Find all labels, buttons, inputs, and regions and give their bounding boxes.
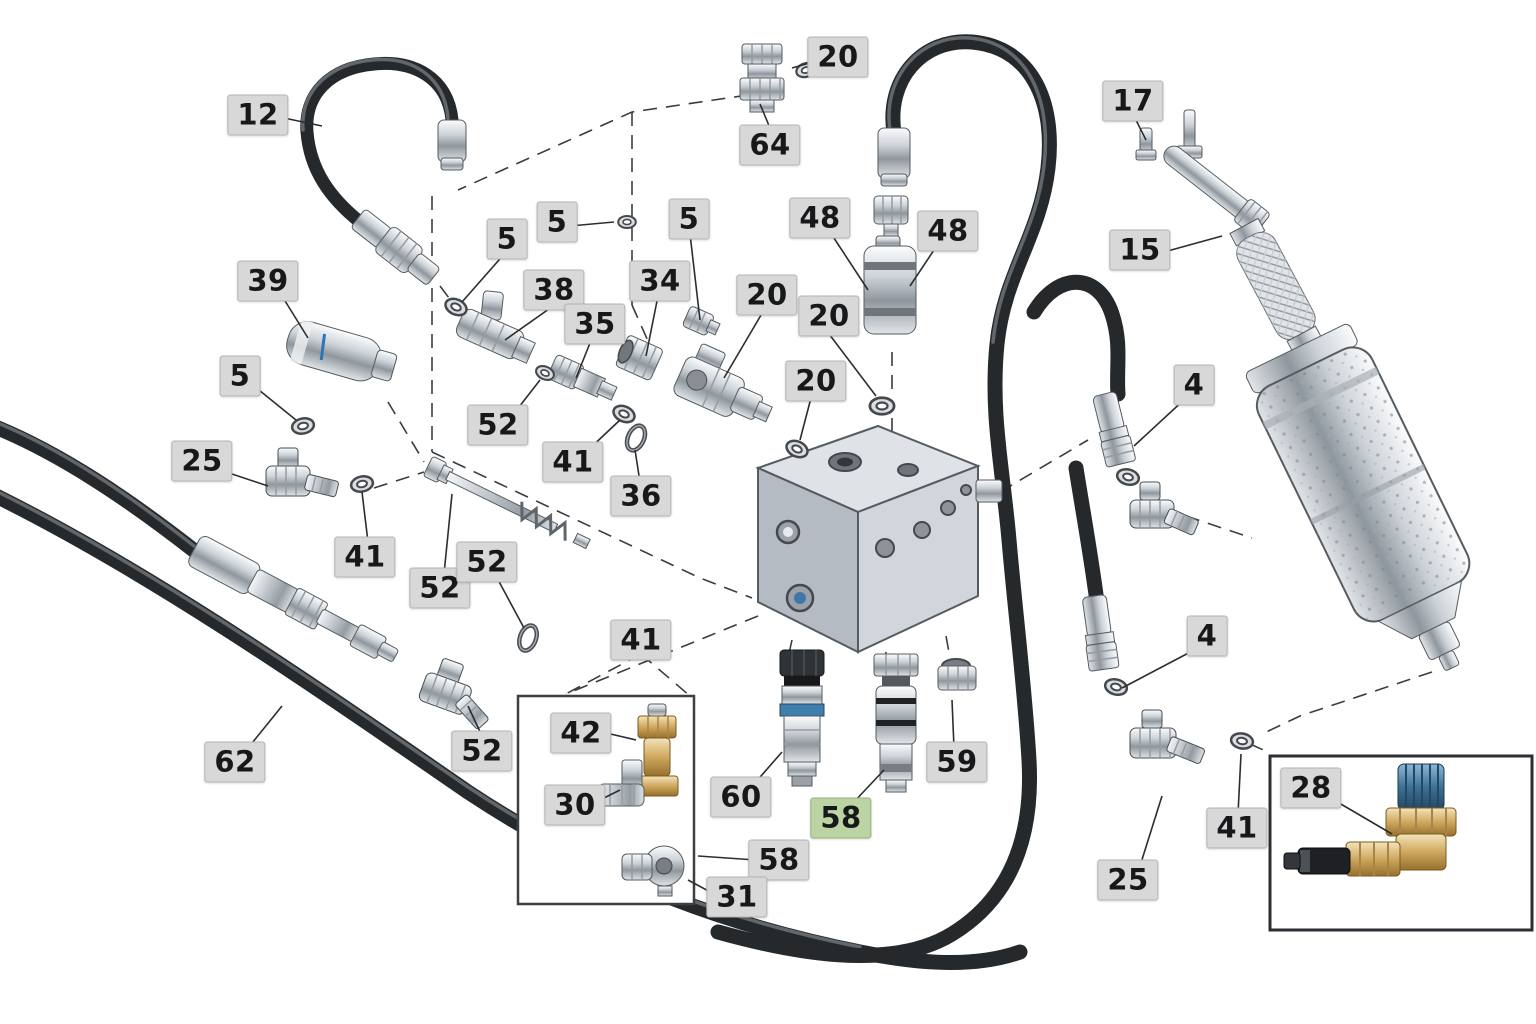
hose-loop-right	[710, 34, 1057, 963]
fitting-35	[547, 354, 618, 401]
callout-label-5-5[interactable]: 5	[486, 218, 528, 260]
callout-label-48-8[interactable]: 48	[789, 197, 851, 239]
callout-label-28-39[interactable]: 28	[1280, 767, 1342, 809]
callout-label-25-18[interactable]: 25	[171, 440, 233, 482]
elbow-fitting-25-right	[1129, 709, 1205, 764]
callout-label-17-3[interactable]: 17	[1102, 80, 1164, 122]
callout-label-31-36[interactable]: 31	[706, 876, 768, 918]
washer-41-a	[609, 401, 639, 427]
fitting-39	[286, 319, 398, 382]
nut-34	[615, 335, 663, 381]
callout-label-20-14[interactable]: 20	[736, 274, 798, 316]
fitting-above-48	[873, 195, 909, 237]
callout-label-41-26[interactable]: 41	[610, 619, 672, 661]
callout-label-52-19[interactable]: 52	[467, 404, 529, 446]
cartridge-48	[863, 235, 917, 335]
callout-label-5-7[interactable]: 5	[668, 198, 710, 240]
fitting-chain-4-lower	[1082, 594, 1120, 672]
callout-label-52-25[interactable]: 52	[456, 541, 518, 583]
bolt-52	[423, 456, 591, 550]
callout-label-36-21[interactable]: 36	[610, 475, 672, 517]
callout-label-41-20[interactable]: 41	[542, 441, 604, 483]
fitting-38	[455, 290, 536, 364]
nut-59	[937, 658, 977, 691]
oring-52-c	[516, 623, 540, 653]
inset-fitting-28	[1283, 763, 1457, 877]
hose-12-top-ferrule	[437, 119, 467, 171]
oring-20-48	[868, 396, 896, 416]
fitting-64	[739, 43, 785, 113]
hose-ferrule-48	[877, 127, 911, 187]
hose-right-upper	[1026, 274, 1126, 402]
fitting-chain-left	[188, 536, 399, 662]
callout-label-60-32[interactable]: 60	[710, 776, 772, 818]
fitting-42	[635, 703, 679, 797]
callout-label-41-23[interactable]: 41	[334, 536, 396, 578]
callout-label-58-35[interactable]: 58	[748, 839, 810, 881]
washer-5-b	[617, 214, 637, 230]
washer-41-d	[1228, 730, 1256, 752]
hose-right-lower	[1068, 460, 1105, 610]
elbow-fitting-20	[673, 343, 773, 423]
hose-12-lower-coupling	[351, 209, 440, 285]
cartridge-valve-58	[873, 653, 919, 793]
callout-label-15-4[interactable]: 15	[1109, 229, 1171, 271]
elbow-fitting-4	[1129, 481, 1199, 536]
fitting-5	[682, 306, 721, 336]
callout-label-4-22[interactable]: 4	[1173, 364, 1215, 406]
callout-label-5-17[interactable]: 5	[219, 355, 261, 397]
callout-label-42-30[interactable]: 42	[550, 712, 612, 754]
callout-label-35-12[interactable]: 35	[564, 303, 626, 345]
callout-label-20-15[interactable]: 20	[798, 295, 860, 337]
inset-box	[1268, 754, 1534, 932]
callout-label-4-27[interactable]: 4	[1186, 615, 1228, 657]
callout-label-64-2[interactable]: 64	[739, 124, 801, 166]
callout-label-39-10[interactable]: 39	[237, 260, 299, 302]
hose-12	[300, 56, 459, 229]
hose-upper-left	[0, 420, 204, 560]
washer-41-b	[348, 473, 376, 495]
braided-hose-section	[1229, 217, 1325, 358]
callout-label-59-34[interactable]: 59	[926, 741, 988, 783]
fitting-31	[621, 845, 685, 897]
callout-label-52-29[interactable]: 52	[451, 730, 513, 772]
washer-4-a	[1114, 465, 1142, 489]
elbow-fitting-52	[418, 658, 489, 730]
callout-label-30-31[interactable]: 30	[544, 784, 606, 826]
leader-lines	[219, 59, 1393, 895]
callout-label-62-28[interactable]: 62	[204, 741, 266, 783]
elbow-fitting-25-left	[265, 447, 339, 498]
callout-label-5-6[interactable]: 5	[536, 201, 578, 243]
callout-label-25-37[interactable]: 25	[1097, 859, 1159, 901]
callout-label-58-33[interactable]: 58	[810, 797, 872, 839]
valve-block	[755, 424, 1003, 654]
callout-label-34-13[interactable]: 34	[629, 260, 691, 302]
accumulator-cylinder	[1245, 323, 1471, 671]
callout-label-12-0[interactable]: 12	[227, 94, 289, 136]
callout-label-48-9[interactable]: 48	[917, 210, 979, 252]
fitting-chain-4-upper	[1092, 391, 1136, 468]
callout-label-41-38[interactable]: 41	[1206, 807, 1268, 849]
cartridge-valve-60	[779, 649, 825, 787]
callout-label-20-16[interactable]: 20	[785, 360, 847, 402]
callout-label-20-1[interactable]: 20	[807, 36, 869, 78]
oring-36	[623, 423, 648, 453]
